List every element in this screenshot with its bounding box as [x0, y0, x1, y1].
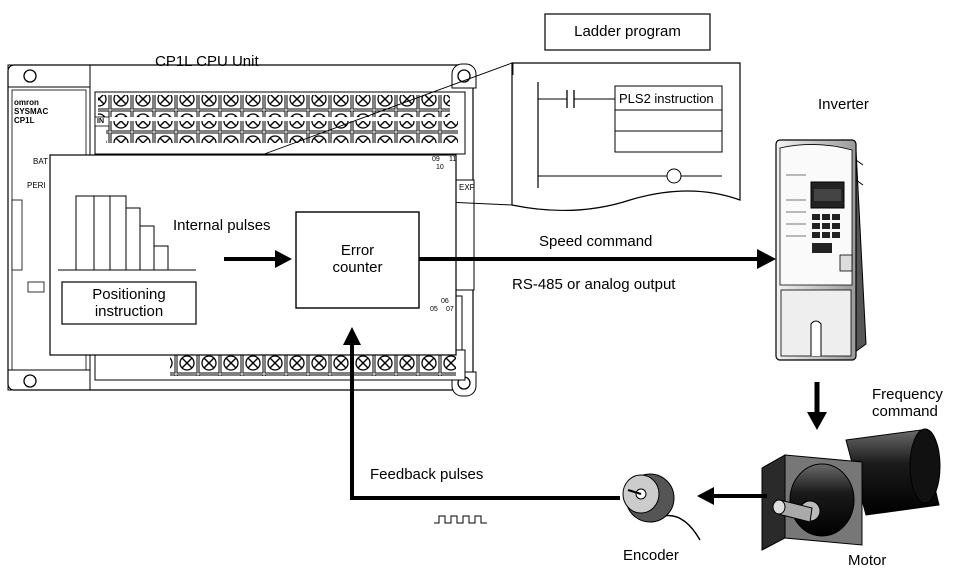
port-exp-label: EXP	[459, 183, 476, 192]
feedback-pulses-label: Feedback pulses	[370, 466, 484, 483]
pls2-instruction-label: PLS2 instruction	[619, 91, 714, 106]
positioning-instruction-box	[61, 281, 197, 325]
internal-pulses-label: Internal pulses	[173, 217, 271, 234]
arrow-right-icon	[275, 250, 292, 268]
arrow-up-icon	[343, 327, 361, 345]
plc-title: CP1L CPU Unit	[155, 53, 259, 70]
port-in-label: IN	[97, 118, 104, 125]
port-bat-label: BAT	[33, 157, 48, 166]
terminal-09-label: 09	[432, 156, 440, 163]
pulse-profile-chart	[58, 195, 196, 271]
terminal-block-second-row	[106, 121, 458, 143]
port-peri-label: PERI	[27, 181, 46, 190]
terminal-10-label: 10	[436, 164, 444, 171]
encoder-label: Encoder	[623, 547, 679, 564]
plc-brand-label: omron SYSMAC CP1L	[14, 98, 49, 125]
output-coil-icon	[666, 168, 682, 184]
terminal-block-bottom-row	[170, 354, 456, 376]
ladder-program-box	[544, 13, 711, 51]
positioning-instruction-label: Positioning instruction	[92, 286, 166, 320]
encoder-device	[622, 473, 701, 541]
ladder-program-label: Ladder program	[574, 23, 681, 40]
pulse-waveform-icon	[434, 515, 487, 524]
motor-device	[761, 428, 941, 551]
motor-label: Motor	[848, 552, 887, 569]
mount-hole-icon	[23, 69, 37, 83]
terminal-block-top-row	[98, 95, 450, 117]
speed-command-label: Speed command	[539, 233, 653, 250]
rs485-label: RS-485 or analog output	[512, 276, 676, 293]
inverter-label: Inverter	[818, 96, 869, 113]
ladder-program-panel	[511, 62, 741, 212]
mount-hole-icon	[23, 374, 37, 388]
arrow-down-icon	[807, 412, 827, 430]
terminal-06-label: 06	[441, 298, 449, 305]
arrow-left-icon	[697, 487, 714, 505]
error-counter-label: Error counter	[332, 242, 383, 276]
flow-arrows	[224, 249, 827, 505]
arrow-right-icon	[757, 249, 776, 269]
error-counter-box	[295, 211, 420, 309]
terminal-11-label: 11	[449, 156, 457, 163]
terminal-05-label: 05	[430, 306, 438, 313]
frequency-command-label: Frequency command	[872, 386, 943, 420]
inverter-device	[775, 138, 867, 361]
terminal-07-label: 07	[446, 306, 454, 313]
mount-hole-icon	[457, 69, 471, 83]
